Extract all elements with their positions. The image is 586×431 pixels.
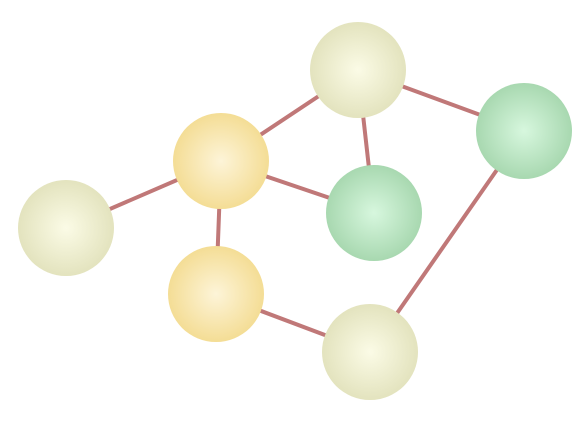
node-n5-green bbox=[476, 83, 572, 179]
node-n6-yellow bbox=[168, 246, 264, 342]
node-n3-cream bbox=[310, 22, 406, 118]
nodes-layer bbox=[18, 22, 572, 400]
node-n7-cream bbox=[322, 304, 418, 400]
edges-layer bbox=[64, 68, 526, 354]
node-n1-cream bbox=[18, 180, 114, 276]
node-n2-yellow bbox=[173, 113, 269, 209]
node-n4-green bbox=[326, 165, 422, 261]
